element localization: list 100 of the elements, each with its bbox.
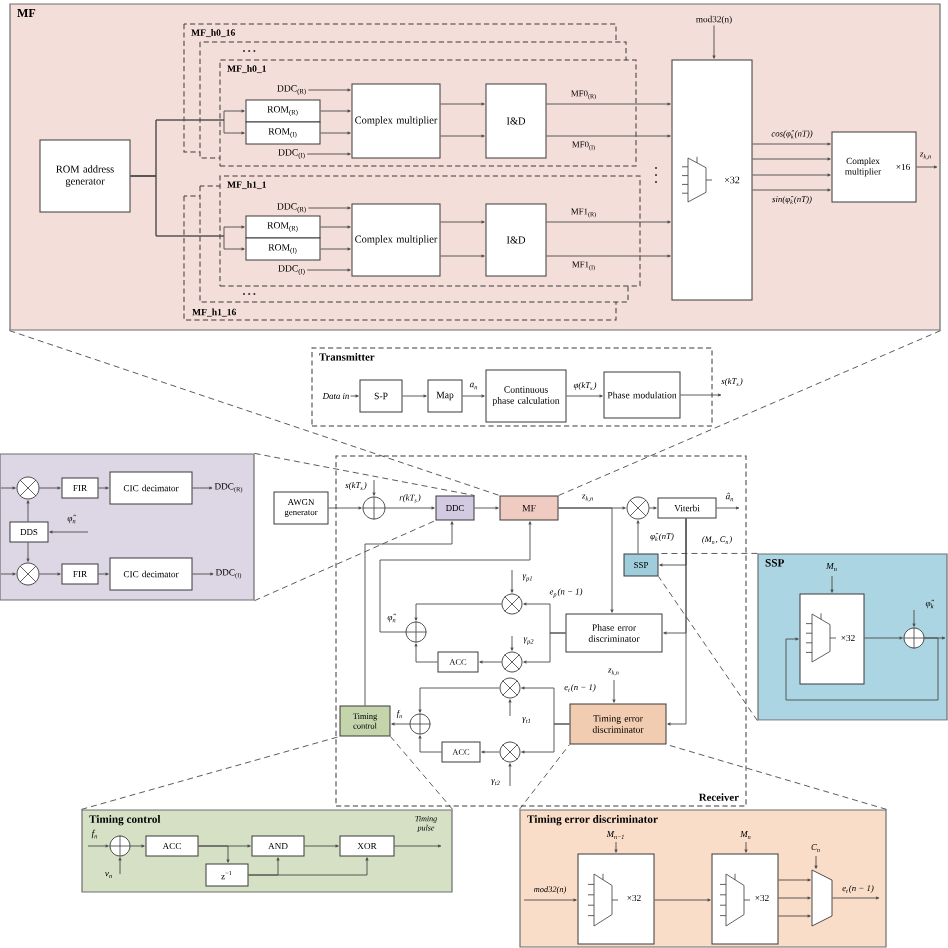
- arrow: [752, 142, 831, 146]
- multiplier-circle: [499, 677, 521, 699]
- arrow: [462, 394, 485, 398]
- arrow: [418, 735, 442, 753]
- adder-circle: [405, 621, 427, 643]
- zoom-line: [558, 330, 942, 496]
- arrow: [508, 699, 512, 717]
- arrow: [778, 896, 811, 900]
- multiplier-circle: [16, 562, 40, 586]
- arrow: [546, 254, 671, 258]
- multiplier-circle: [501, 651, 523, 673]
- arrow: [98, 572, 109, 576]
- zoom-line: [254, 452, 475, 496]
- arrow: [26, 542, 30, 562]
- multiplier-circle: [16, 476, 40, 500]
- arrow: [440, 102, 485, 106]
- arrow: [0, 572, 16, 576]
- arrow: [118, 857, 122, 875]
- arrow: [474, 506, 499, 510]
- arrow: [916, 165, 938, 169]
- arrow: [636, 520, 640, 554]
- zoom-line: [518, 744, 570, 810]
- arrow: [328, 506, 362, 510]
- arrow: [320, 109, 351, 113]
- arrow: [39, 572, 61, 576]
- arrow: [680, 393, 722, 397]
- arrow: [546, 220, 671, 224]
- arrow: [304, 844, 339, 848]
- zoom-line: [666, 744, 888, 810]
- arrow: [481, 750, 500, 754]
- arrow: [558, 507, 614, 613]
- arrow: [614, 841, 618, 853]
- arrow: [414, 643, 438, 663]
- zoom-line: [390, 736, 454, 810]
- arrow: [785, 637, 939, 701]
- arrow: [87, 844, 109, 848]
- arrow: [814, 855, 818, 869]
- arrow: [830, 575, 834, 593]
- arrow: [320, 131, 351, 135]
- arrow: [752, 157, 831, 161]
- arrow: [912, 609, 916, 627]
- arrow: [394, 844, 442, 848]
- arrow: [712, 24, 716, 59]
- arrow: [307, 88, 351, 92]
- multiplexer-symbol: [811, 869, 833, 927]
- arrow: [546, 134, 671, 138]
- arrow: [130, 175, 245, 251]
- arrow: [306, 152, 351, 156]
- arrow: [440, 134, 485, 138]
- arrow: [667, 518, 687, 726]
- arrow: [379, 521, 532, 633]
- arrow: [372, 479, 376, 496]
- arrow: [418, 687, 500, 713]
- arrow: [716, 506, 740, 510]
- multiplier-circle: [499, 741, 521, 763]
- arrow: [385, 506, 435, 510]
- multiplier-circle: [501, 593, 523, 615]
- arrow: [546, 102, 671, 106]
- zoom-line: [254, 520, 436, 602]
- arrow: [49, 530, 89, 534]
- arrow: [508, 763, 512, 787]
- arrow: [192, 572, 214, 576]
- adder-circle: [109, 835, 131, 857]
- adder-circle: [903, 627, 925, 649]
- arrow: [248, 857, 369, 876]
- zoom-line: [658, 552, 758, 554]
- zoom-line: [80, 736, 340, 810]
- arrow: [521, 723, 570, 754]
- arrow: [320, 247, 351, 251]
- arrow: [479, 660, 502, 664]
- arrow: [510, 569, 514, 593]
- zoom-line: [658, 576, 758, 722]
- arrow: [523, 898, 577, 902]
- arrow: [649, 506, 657, 510]
- arrow: [778, 914, 811, 918]
- zoom-line: [8, 330, 500, 496]
- arrow: [752, 173, 831, 177]
- arrow: [26, 500, 30, 522]
- arrow: [566, 394, 603, 398]
- arrow: [864, 636, 903, 640]
- arrow: [778, 878, 811, 882]
- arrow: [350, 394, 359, 398]
- arrow: [440, 254, 485, 258]
- arrow: [510, 635, 514, 651]
- arrow: [612, 679, 616, 703]
- arrow: [523, 632, 566, 664]
- arrow: [744, 841, 748, 853]
- arrow: [654, 898, 711, 902]
- arrow: [306, 268, 351, 272]
- arrow: [320, 225, 351, 229]
- multiplier-circle: [626, 496, 650, 520]
- arrow: [364, 521, 454, 706]
- arrow: [402, 394, 427, 398]
- arrow: [391, 722, 410, 726]
- arrow: [39, 486, 61, 490]
- arrow: [832, 896, 880, 900]
- adder-circle: [362, 496, 386, 520]
- arrow: [440, 220, 485, 224]
- arrow: [98, 486, 109, 490]
- arrow: [414, 603, 502, 621]
